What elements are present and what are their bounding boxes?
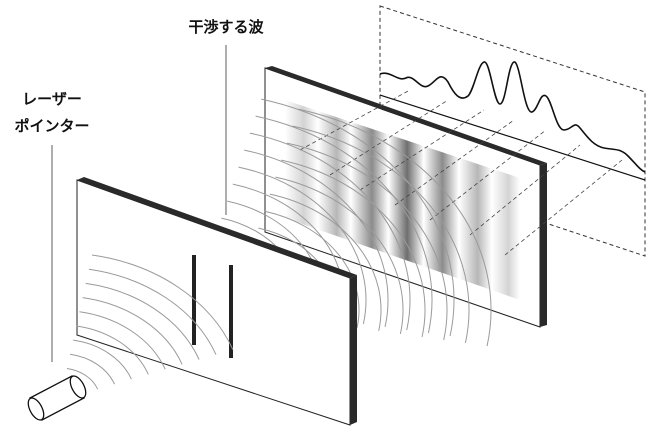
slit-left [192, 255, 196, 345]
laser-pointer-icon [27, 375, 87, 421]
diffracted-wavefront [275, 176, 404, 335]
incident-waves [66, 254, 234, 390]
incident-wavefront [85, 282, 200, 360]
incident-wavefront [91, 254, 234, 350]
slit-plate [76, 177, 357, 426]
slit-right [229, 265, 233, 358]
diffracted-wavefront [264, 210, 360, 328]
diffracted-wavefront [286, 142, 448, 341]
diffracted-wavefront [292, 125, 470, 344]
label-laser-pointer-line1: レーザー [22, 90, 82, 108]
label-laser-pointer-line2: ポインター [14, 117, 90, 135]
intensity-curve [379, 61, 646, 173]
label-interfering-waves: 干渉する波 [188, 18, 264, 36]
incident-wavefront [66, 367, 99, 390]
incident-wavefront [82, 297, 183, 365]
incident-wavefront [88, 268, 217, 355]
diffracted-wavefront [238, 166, 367, 325]
incident-wavefront [73, 339, 132, 380]
diffracted-wavefront [281, 159, 426, 338]
intensity-graph-frame [379, 5, 646, 257]
incident-wavefront [79, 311, 166, 370]
incident-wavefront [70, 353, 115, 385]
diffracted-wavefront [269, 193, 382, 331]
diffracted-wavefront [298, 108, 492, 347]
diffracted-wavefront [261, 98, 455, 337]
incident-wavefront [76, 325, 149, 375]
graph-baseline [379, 94, 646, 181]
